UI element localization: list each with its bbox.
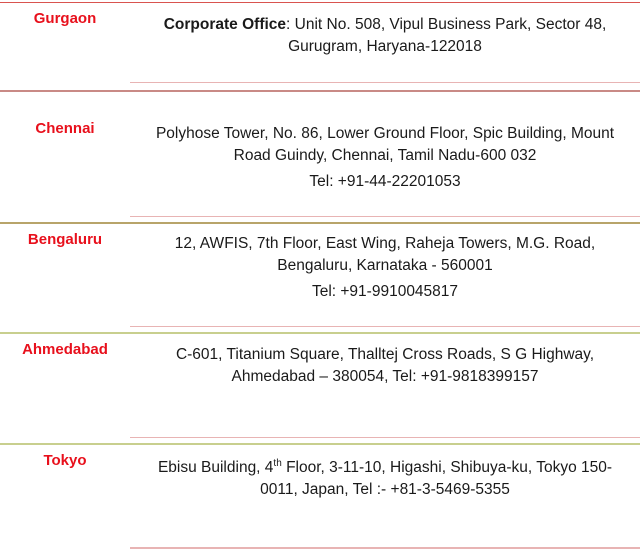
bengaluru-divider [0, 332, 640, 334]
tokyo-bottom-rule [130, 547, 640, 549]
telephone: Tel: +91-9910045817 [311, 283, 459, 300]
address-line-1: 12, AWFIS, 7th Floor, East Wing, Raheja … [174, 235, 596, 252]
city-name: Bengaluru [27, 231, 103, 248]
office-address: Ebisu Building, 4th Floor, 3-11-10, Higa… [140, 457, 630, 501]
city-name: Chennai [35, 120, 95, 137]
address-line-2: Gurugram, Haryana-122018 [288, 38, 482, 55]
gurgaon-divider [0, 90, 640, 92]
address-line-1: Polyhose Tower, No. 86, Lower Ground Flo… [155, 125, 615, 142]
gurgaon-bottom-rule [130, 82, 640, 83]
telephone: Tel: +91-44-22201053 [309, 173, 461, 190]
office-address: Polyhose Tower, No. 86, Lower Ground Flo… [140, 123, 630, 193]
address-line-1: C-601, Titanium Square, Thalltej Cross R… [175, 346, 595, 363]
address-line-2: Bengaluru, Karnataka - 560001 [277, 257, 493, 274]
address-line-1-part: Floor, 3-11-10, Higashi, Shibuya-ku, Tok… [281, 459, 613, 476]
address-line-2: Road Guindy, Chennai, Tamil Nadu-600 032 [233, 147, 537, 164]
office-address: 12, AWFIS, 7th Floor, East Wing, Raheja … [140, 233, 630, 303]
chennai-bottom-rule [130, 216, 640, 217]
address-line-1-part: Ebisu Building, 4 [157, 459, 274, 476]
city-name: Tokyo [43, 452, 87, 469]
corporate-office-label: Corporate Office [163, 16, 287, 33]
ahmedabad-bottom-rule [130, 437, 640, 438]
office-address: C-601, Titanium Square, Thalltej Cross R… [140, 344, 630, 388]
address-line-1: Ebisu Building, 4th Floor, 3-11-10, Higa… [140, 457, 630, 479]
city-name: Gurgaon [33, 10, 97, 27]
office-address: Corporate Office: Unit No. 508, Vipul Bu… [140, 14, 630, 58]
address-line-2: Ahmedabad – 380054, Tel: +91-9818399157 [231, 368, 539, 385]
top-divider [0, 2, 640, 3]
ordinal-suffix: th [273, 457, 282, 469]
ahmedabad-divider [0, 443, 640, 445]
bengaluru-bottom-rule [130, 326, 640, 327]
address-line-2: 0011, Japan, Tel :- +81-3-5469-5355 [260, 481, 510, 498]
chennai-divider [0, 222, 640, 224]
address-line-1: : Unit No. 508, Vipul Business Park, Sec… [286, 16, 607, 33]
city-name: Ahmedabad [22, 341, 108, 358]
